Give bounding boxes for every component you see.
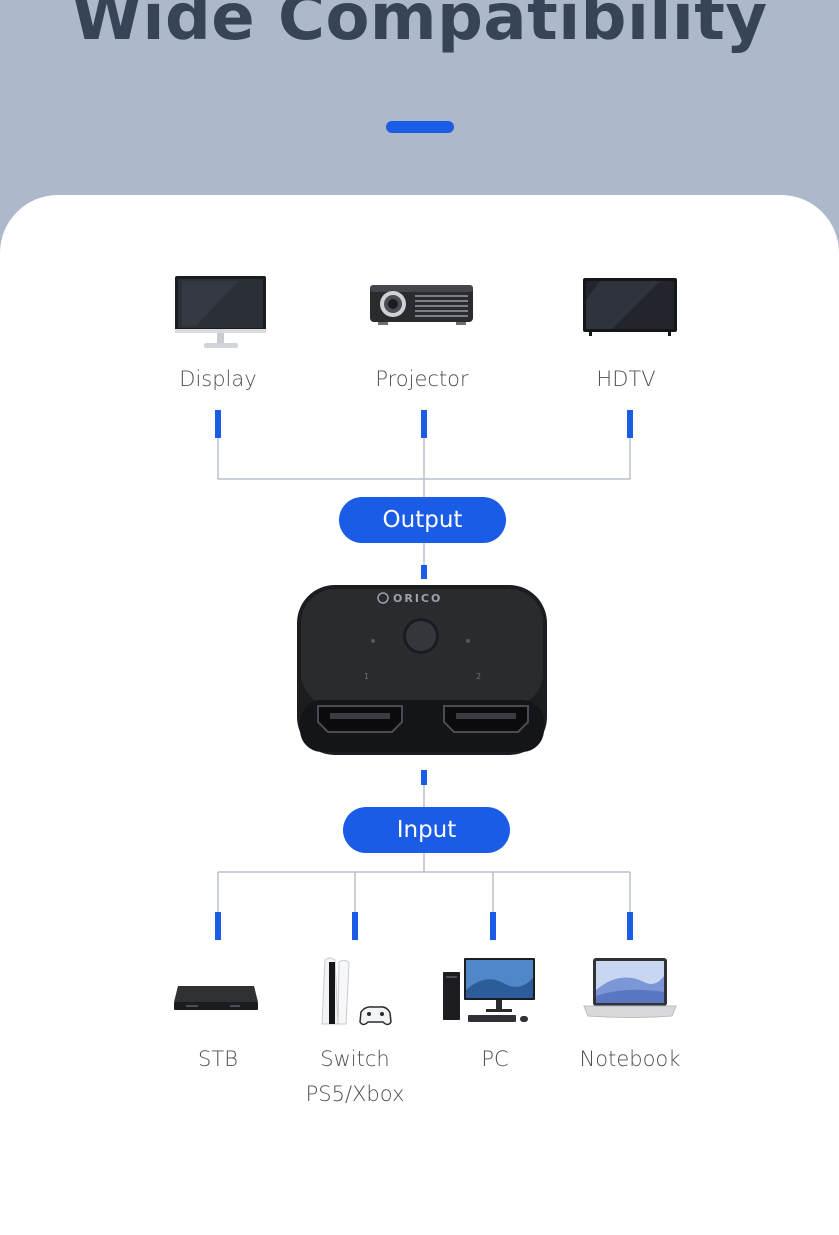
connection-diagram: ORICO 1 2 (174, 276, 677, 1026)
desktop-pc-icon (443, 958, 535, 1022)
port-2-label: 2 (476, 672, 481, 681)
input-sublabel-switch: PS5/Xbox (305, 1082, 405, 1106)
output-connectors (217, 438, 631, 566)
output-label-hdtv: HDTV (596, 367, 656, 391)
title-underline (386, 121, 454, 133)
output-pill: Output (339, 497, 506, 543)
tv-icon (583, 278, 677, 336)
game-console-icon (321, 957, 392, 1026)
input-label-pc: PC (481, 1047, 509, 1071)
page-title: Wide Compatibility (71, 0, 768, 55)
input-pill: Input (343, 807, 510, 853)
input-label-stb: STB (198, 1047, 238, 1071)
laptop-icon (583, 958, 677, 1018)
input-ticks (215, 770, 633, 940)
device-brand: ORICO (393, 592, 442, 605)
orico-logo-icon (377, 592, 389, 604)
hdmi-switcher-device (297, 585, 547, 755)
monitor-icon (175, 276, 266, 348)
port-1-label: 1 (364, 672, 369, 681)
output-label-projector: Projector (375, 367, 469, 391)
input-label-switch: Switch (320, 1047, 390, 1071)
output-label-display: Display (179, 367, 257, 391)
output-ticks (215, 410, 633, 579)
input-label-notebook: Notebook (579, 1047, 681, 1071)
input-connectors (217, 785, 631, 912)
projector-icon (370, 285, 473, 325)
set-top-box-icon (174, 986, 258, 1010)
